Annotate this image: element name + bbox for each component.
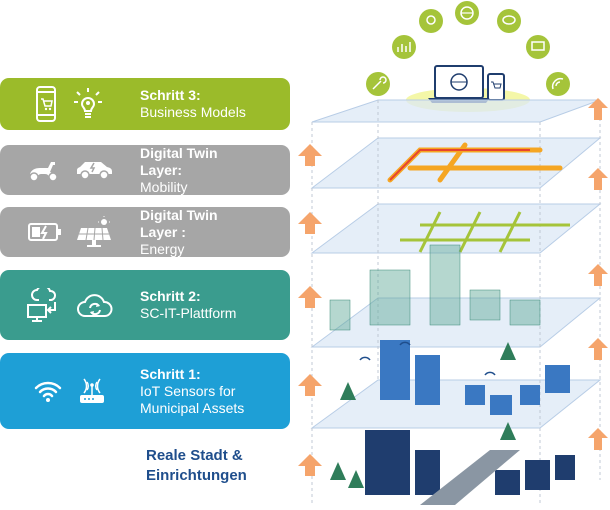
- step1-box: Schritt 1: IoT Sensors for Municipal Ass…: [0, 353, 290, 429]
- step1-icons: [0, 376, 140, 406]
- arrow-left-1: [298, 454, 322, 476]
- step1-line1: IoT Sensors for: [140, 382, 236, 399]
- mobility-icons: [0, 158, 140, 182]
- platform-wireframe-city: [329, 244, 541, 331]
- upward-arrows: [298, 98, 608, 476]
- solar-panel-icon: [77, 216, 111, 247]
- cloud-monitor-icon: [27, 288, 57, 322]
- step2-icons: [0, 288, 140, 322]
- signal-service-icon: [546, 72, 570, 96]
- mobility-plane: [310, 137, 602, 189]
- arrow-left-4: [298, 212, 322, 234]
- arrow-right-3: [588, 264, 608, 286]
- step1-title: Schritt 1:: [140, 365, 201, 382]
- energy-layer-box: Digital Twin Layer : Energy: [0, 207, 290, 257]
- step3-title: Schritt 3:: [140, 87, 201, 103]
- cloud-sync-icon: [77, 294, 113, 317]
- router-icon: [80, 378, 104, 403]
- trees: [330, 342, 516, 488]
- step2-text: Schritt 2: SC-IT-Plattform: [140, 288, 236, 322]
- electric-car-icon: [77, 162, 112, 180]
- sensor-blue-buildings: [380, 340, 570, 415]
- laptop-globe-icon: [428, 65, 490, 103]
- step3-text: Schritt 3: Business Models: [140, 87, 246, 121]
- energy-layer-label: Layer :: [140, 223, 186, 240]
- step3-icons: [0, 86, 140, 122]
- arrow-left-5: [298, 144, 322, 166]
- smart-city-layer-illustration: [298, 1, 608, 505]
- mobility-title: Digital Twin: [140, 144, 218, 161]
- energy-icons: [0, 216, 140, 248]
- signal-wave-icons: [359, 341, 496, 376]
- street: [420, 450, 520, 505]
- analytics-service-icon: [392, 35, 416, 59]
- arrow-left-3: [298, 286, 322, 308]
- step2-subtitle: SC-IT-Plattform: [140, 305, 237, 321]
- chat-service-icon: [497, 9, 521, 33]
- step3-subtitle: Business Models: [140, 104, 246, 120]
- arrow-right-5: [588, 98, 608, 120]
- phone-cart-icon: [487, 73, 505, 101]
- lightbulb-service-icon: [419, 9, 443, 33]
- service-icons-arc: [366, 1, 570, 96]
- step2-title: Schritt 2:: [140, 288, 201, 304]
- step1-text: Schritt 1: IoT Sensors for Municipal Ass…: [140, 366, 244, 417]
- mobility-text: Digital Twin Layer: Mobility: [140, 145, 218, 196]
- mobility-layer-box: Digital Twin Layer: Mobility: [0, 145, 290, 195]
- arrow-left-2: [298, 374, 322, 396]
- real-city-label: Reale Stadt & Einrichtungen: [146, 446, 247, 486]
- mobility-layer-label: Layer:: [140, 161, 183, 178]
- step3-box: Schritt 3: Business Models: [0, 78, 290, 130]
- step2-box: Schritt 2: SC-IT-Plattform: [0, 270, 290, 340]
- battery-charging-icon: [28, 223, 61, 241]
- real-city-line2: Einrichtungen: [146, 467, 247, 484]
- energy-text: Digital Twin Layer : Energy: [140, 207, 218, 258]
- smartphone-cart-icon: [36, 86, 56, 122]
- arrow-right-4: [588, 168, 608, 190]
- step1-line2: Municipal Assets: [140, 399, 245, 416]
- scooter-icon: [29, 162, 58, 182]
- wifi-icon: [34, 381, 62, 402]
- lightbulb-gear-icon: [74, 88, 102, 118]
- arrow-right-1: [588, 428, 608, 450]
- monitor-service-icon: [526, 35, 550, 59]
- energy-title: Digital Twin: [140, 206, 218, 223]
- mobility-layer-name: Mobility: [140, 178, 188, 195]
- real-city-line1: Reale Stadt &: [146, 447, 243, 464]
- business-plane: [311, 99, 601, 123]
- energy-grid: [400, 211, 570, 253]
- arrow-right-2: [588, 338, 608, 360]
- energy-layer-name: Energy: [140, 240, 185, 257]
- real-city-buildings: [365, 430, 575, 495]
